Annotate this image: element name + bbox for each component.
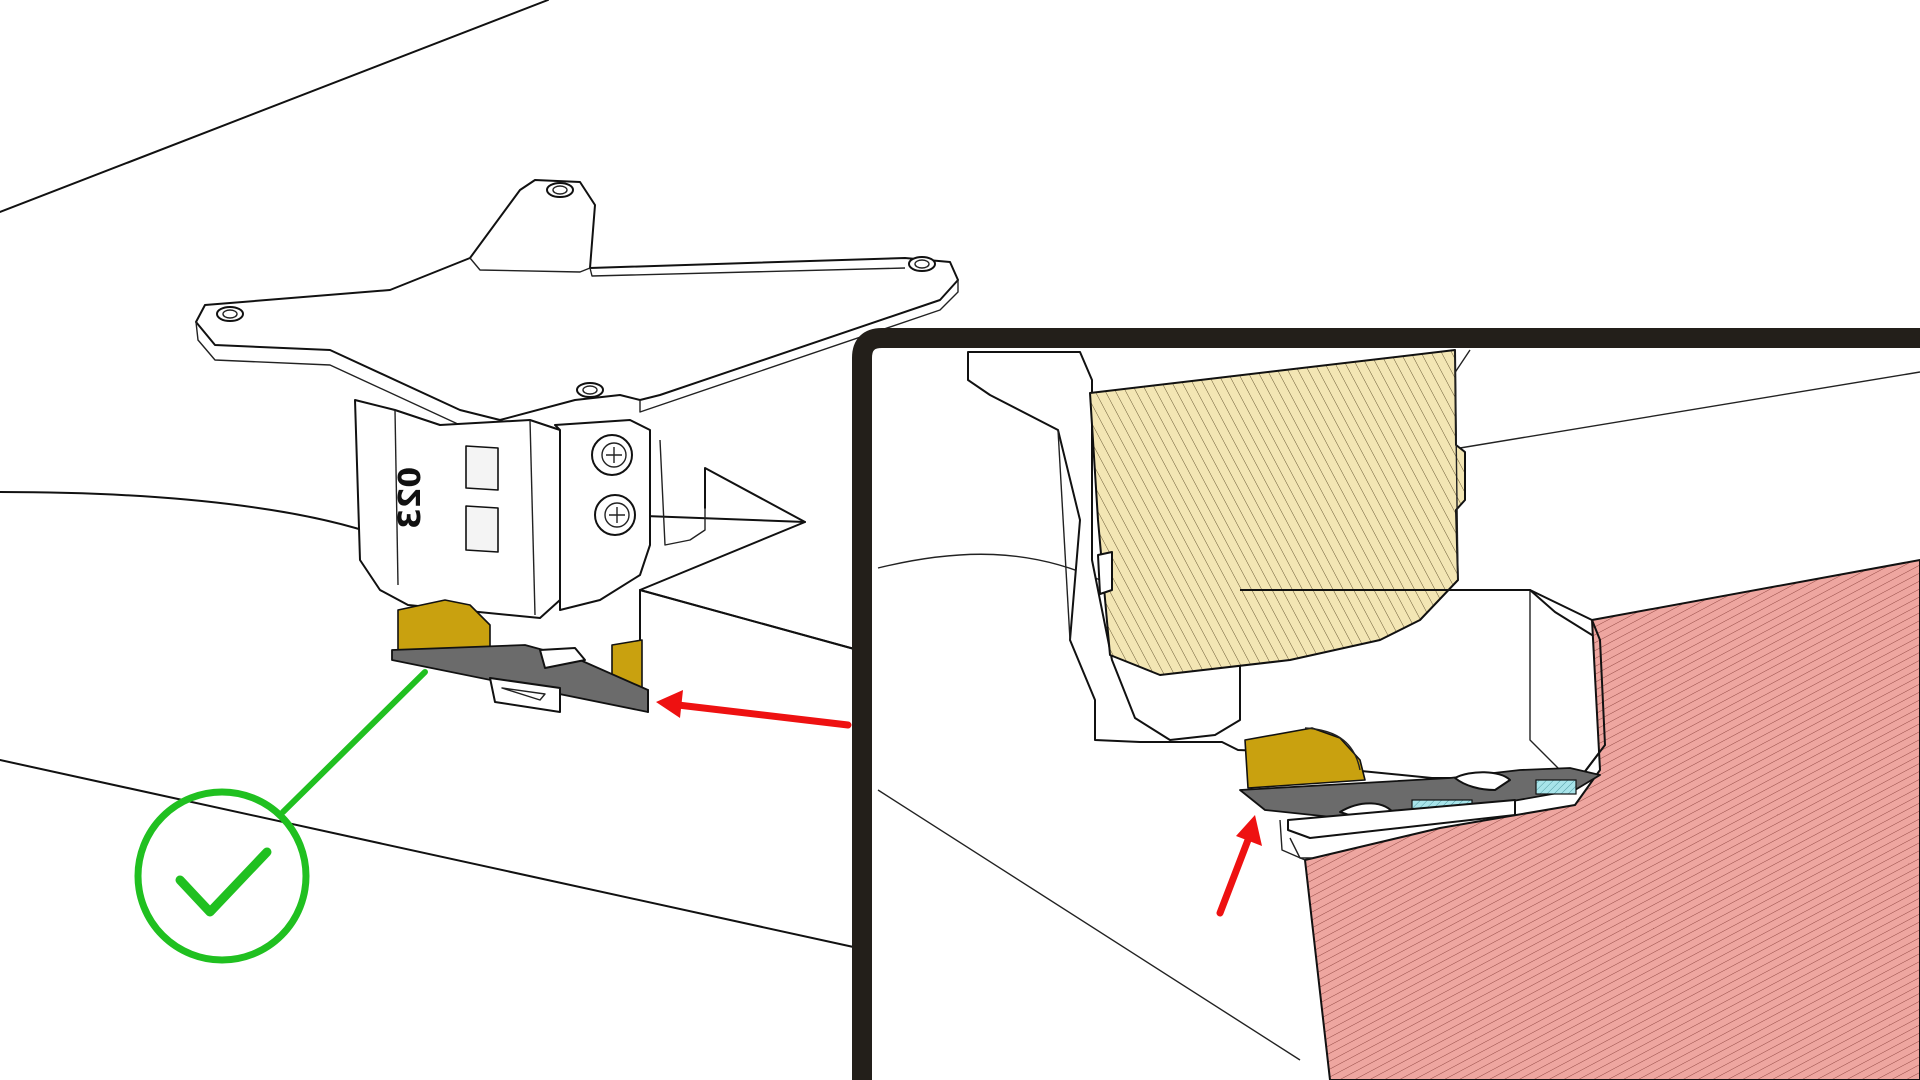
inset-frame xyxy=(852,328,1920,1080)
inset-cyan-strip-right xyxy=(1535,779,1577,795)
screw-upper-icon xyxy=(591,434,633,476)
bracket-window-lower xyxy=(465,505,499,553)
mount-plate-top-face xyxy=(195,179,959,421)
inset-shim-tab xyxy=(1287,799,1516,839)
screw-lower-icon xyxy=(594,494,636,536)
part-number-stamp: 023 xyxy=(393,467,428,530)
bracket-window-upper xyxy=(465,445,499,491)
red-arrow-inset-icon xyxy=(1216,815,1262,917)
bracket-body: 023 xyxy=(354,399,706,619)
mount-plate xyxy=(195,179,959,433)
overview-view: 023 xyxy=(0,0,959,964)
inset-section-yellow xyxy=(1089,349,1466,676)
confirm-checkmark-icon xyxy=(134,669,428,964)
detail-inset xyxy=(852,328,1920,1080)
pad-and-shim-assembly xyxy=(391,599,649,713)
red-arrow-overview-icon xyxy=(656,690,852,729)
